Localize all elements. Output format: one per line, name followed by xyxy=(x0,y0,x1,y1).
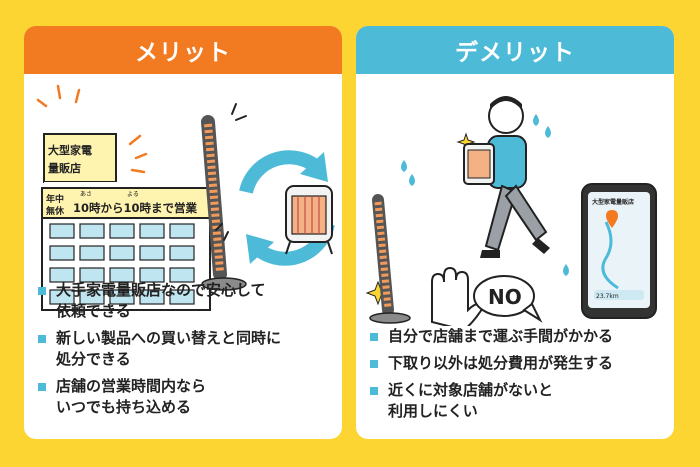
merit-point: 新しい製品への買い替えと同時に 処分できる xyxy=(38,328,334,370)
demerit-header: デメリット xyxy=(356,26,674,74)
map-pin-icon xyxy=(606,210,618,228)
merit-point: 店舗の営業時間内なら いつでも持ち込める xyxy=(38,376,334,418)
phone-title: 大型家電量販店 xyxy=(592,198,634,206)
demerit-point: 下取り以外は処分費用が発生する xyxy=(370,353,666,374)
panel-heater-icon xyxy=(285,185,333,255)
square-bullet-icon xyxy=(38,287,46,295)
smartphone-map-icon xyxy=(581,183,657,319)
demerit-illustration: NO 大型家電量販店 23.7km xyxy=(356,74,674,326)
demerit-point: 自分で店舗まで運ぶ手間がかかる xyxy=(370,326,666,347)
square-bullet-icon xyxy=(370,333,378,341)
merit-points-list: 大手家電量販店なので安心して 依頼できる 新しい製品への買い替えと同時に 処分で… xyxy=(38,280,334,424)
walking-person-icon xyxy=(480,96,550,258)
tower-heater-icon xyxy=(201,115,247,291)
hours-ruby-yoru: よる xyxy=(127,191,139,198)
demerit-points-list: 自分で店舗まで運ぶ手間がかかる 下取り以外は処分費用が発生する 近くに対象店舗が… xyxy=(370,326,666,428)
sparkle-icon xyxy=(36,84,148,174)
sweat-drop-icon xyxy=(401,114,569,276)
store-sign-line1: 大型家電 xyxy=(48,143,92,157)
phone-distance: 23.7km xyxy=(596,293,619,300)
merit-illustration: 大型家電 量販店 年中 無休 あさ よる 10時から10時まで営業 xyxy=(24,74,342,326)
square-bullet-icon xyxy=(370,360,378,368)
merit-panel: メリット xyxy=(24,26,342,439)
hours-text: 10時から10時まで営業 xyxy=(73,201,198,215)
tower-heater-icon xyxy=(369,194,411,324)
demerit-panel: デメリット xyxy=(356,26,674,439)
no-speech-bubble xyxy=(473,275,543,323)
square-bullet-icon xyxy=(38,383,46,391)
store-sign-line2: 量販店 xyxy=(48,161,81,175)
merit-point: 大手家電量販店なので安心して 依頼できる xyxy=(38,280,334,322)
square-bullet-icon xyxy=(370,387,378,395)
hours-side1: 年中 xyxy=(46,193,64,205)
hours-side2: 無休 xyxy=(46,205,65,217)
no-label: NO xyxy=(488,285,522,309)
panel-heater-icon xyxy=(463,143,495,185)
hours-ruby-asa: あさ xyxy=(80,191,92,198)
square-bullet-icon xyxy=(38,335,46,343)
demerit-point: 近くに対象店舗がないと 利用しにくい xyxy=(370,380,666,422)
merit-header: メリット xyxy=(24,26,342,74)
